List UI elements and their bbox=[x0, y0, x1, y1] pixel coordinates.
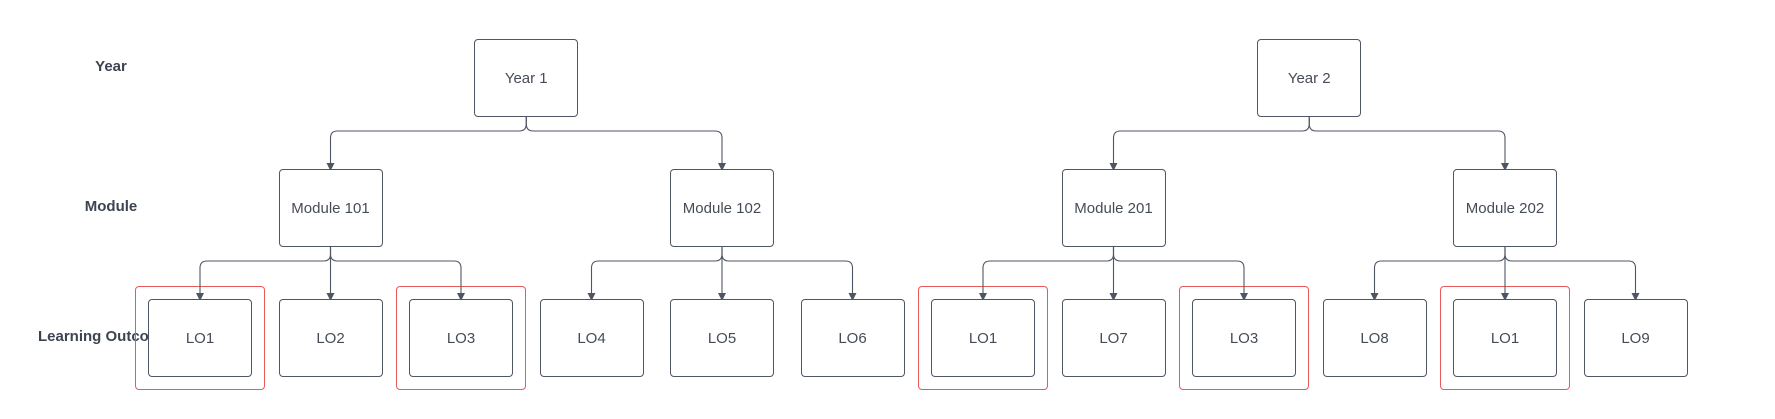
year-node-label: Year 1 bbox=[504, 69, 548, 87]
module-node[interactable]: Module 202 bbox=[1453, 169, 1557, 247]
learning-outcome-node[interactable]: LO1 bbox=[931, 299, 1035, 377]
year-to-module-connector bbox=[326, 117, 527, 171]
module-to-outcome-connector bbox=[979, 247, 1115, 301]
learning-outcome-node-label: LO5 bbox=[707, 329, 737, 347]
learning-outcome-node[interactable]: LO1 bbox=[1453, 299, 1557, 377]
module-to-outcome-connector bbox=[721, 247, 857, 301]
learning-outcome-node[interactable]: LO3 bbox=[1192, 299, 1296, 377]
module-node[interactable]: Module 201 bbox=[1061, 169, 1166, 247]
learning-outcome-node[interactable]: LO3 bbox=[409, 299, 513, 377]
module-to-outcome-connector bbox=[196, 247, 332, 301]
module-node-label: Module 101 bbox=[291, 199, 370, 217]
learning-outcome-node-label: LO3 bbox=[1229, 329, 1259, 347]
learning-outcome-node[interactable]: LO9 bbox=[1583, 299, 1688, 377]
learning-outcome-node[interactable]: LO6 bbox=[800, 299, 905, 377]
year-to-module-connector bbox=[1109, 117, 1310, 171]
learning-outcome-node-label: LO6 bbox=[838, 329, 867, 347]
row-label-learning-outcomes: Learning Outcomes bbox=[38, 328, 179, 345]
year-node[interactable]: Year 1 bbox=[474, 39, 579, 117]
module-to-outcome-connector bbox=[587, 247, 723, 301]
module-to-outcome-connector bbox=[1112, 247, 1248, 301]
learning-outcome-node[interactable]: LO4 bbox=[539, 299, 644, 377]
learning-outcome-node[interactable]: LO7 bbox=[1061, 299, 1166, 377]
learning-outcome-node-label: LO2 bbox=[316, 329, 345, 347]
module-node-label: Module 202 bbox=[1465, 199, 1545, 217]
learning-outcome-node-label: LO1 bbox=[1490, 329, 1520, 347]
learning-outcome-node-label: LO1 bbox=[968, 329, 998, 347]
year-to-module-connector bbox=[525, 117, 726, 171]
learning-outcome-node-label: LO1 bbox=[185, 329, 215, 347]
module-to-outcome-connector bbox=[1504, 247, 1640, 301]
learning-outcome-node-label: LO7 bbox=[1099, 329, 1128, 347]
year-to-module-connector bbox=[1308, 117, 1509, 171]
learning-outcome-node-label: LO9 bbox=[1621, 329, 1650, 347]
learning-outcome-node-label: LO4 bbox=[577, 329, 606, 347]
learning-outcome-node[interactable]: LO2 bbox=[278, 299, 383, 377]
year-node[interactable]: Year 2 bbox=[1257, 39, 1362, 117]
learning-outcome-node[interactable]: LO1 bbox=[148, 299, 252, 377]
learning-outcome-node-label: LO8 bbox=[1360, 329, 1389, 347]
learning-outcome-node[interactable]: LO8 bbox=[1322, 299, 1427, 377]
learning-outcome-node-label: LO3 bbox=[446, 329, 476, 347]
module-node-label: Module 102 bbox=[682, 199, 762, 217]
module-node[interactable]: Module 102 bbox=[670, 169, 774, 247]
module-node[interactable]: Module 101 bbox=[278, 169, 383, 247]
row-label-module: Module bbox=[84, 198, 138, 215]
learning-outcome-node[interactable]: LO5 bbox=[670, 299, 774, 377]
year-node-label: Year 2 bbox=[1287, 69, 1331, 87]
module-node-label: Module 201 bbox=[1074, 199, 1153, 217]
module-to-outcome-connector bbox=[329, 247, 465, 301]
module-to-outcome-connector bbox=[1370, 247, 1506, 301]
row-label-year: Year bbox=[95, 58, 127, 75]
